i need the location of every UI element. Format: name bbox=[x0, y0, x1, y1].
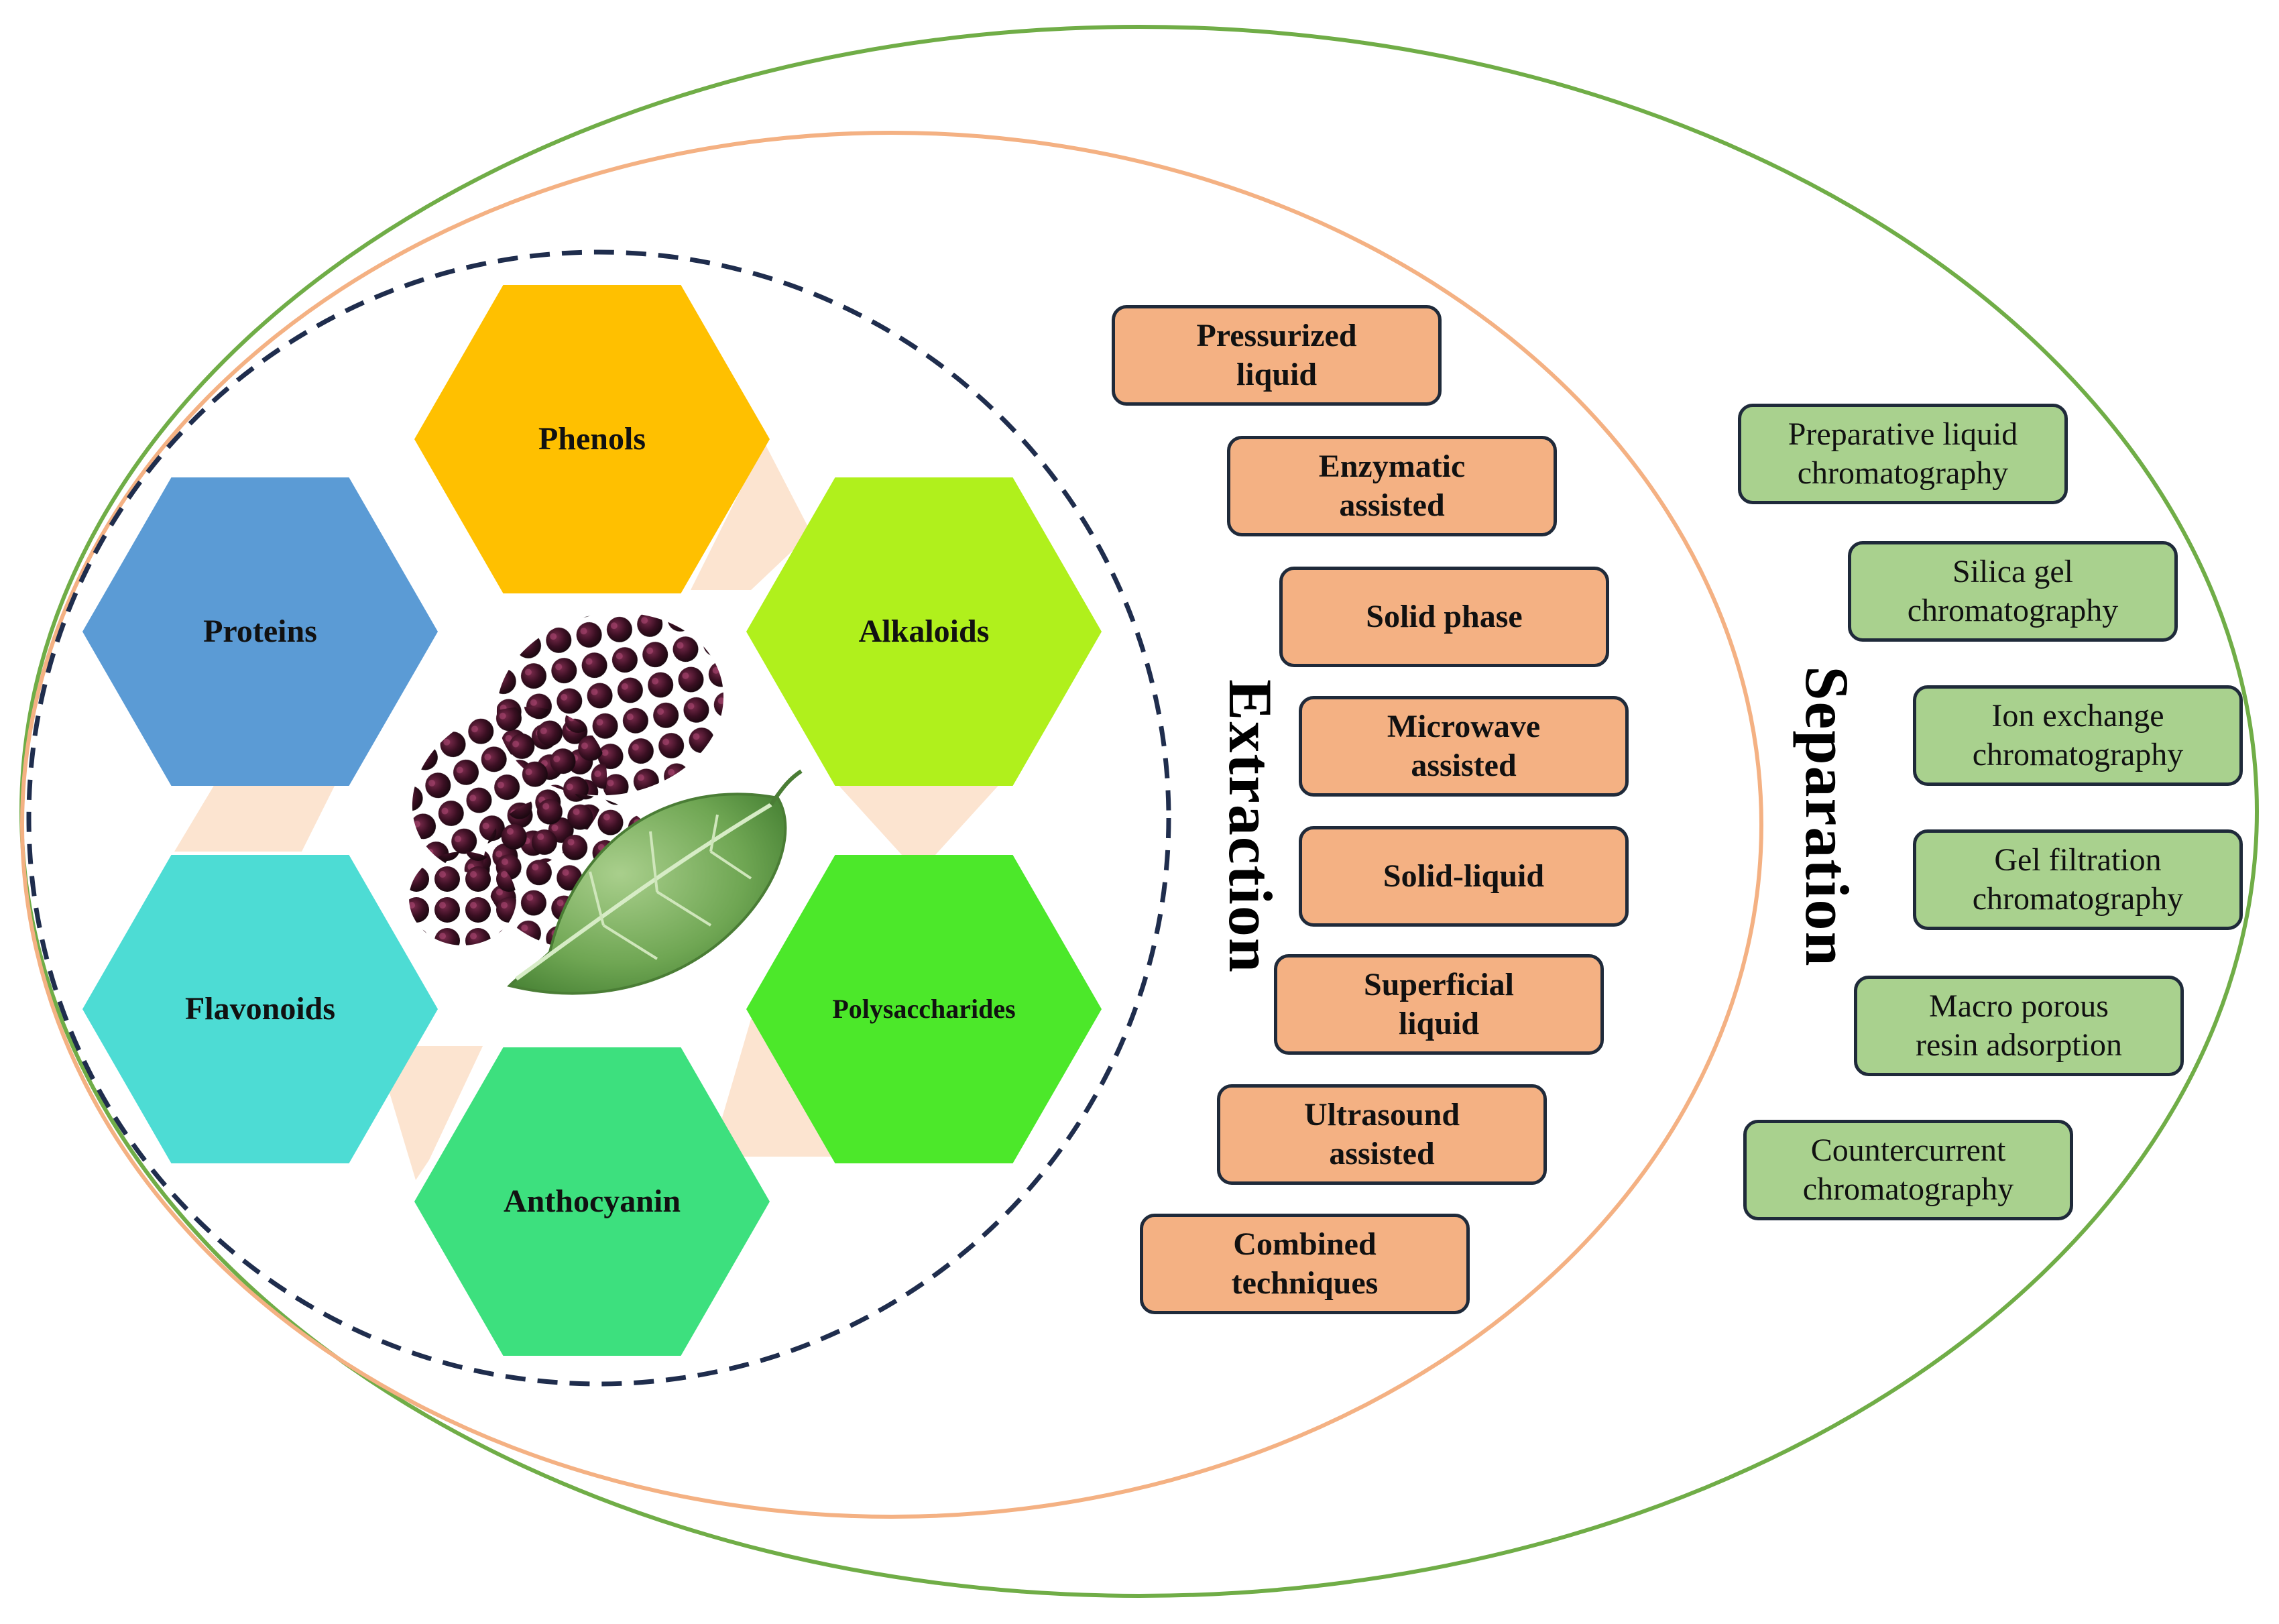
extraction-method-box: Superficial liquid bbox=[1274, 954, 1604, 1055]
extraction-method-box: Solid phase bbox=[1279, 567, 1609, 667]
extraction-method-label: Solid-liquid bbox=[1383, 858, 1545, 894]
extraction-method-box: Enzymatic assisted bbox=[1227, 436, 1557, 536]
hexagon-label-alkaloids: Alkaloids bbox=[858, 614, 990, 649]
extraction-method-label: Microwave assisted bbox=[1387, 709, 1541, 783]
separation-method-label: Silica gel chromatography bbox=[1907, 554, 2119, 628]
extraction-method-label: Ultrasound assisted bbox=[1303, 1097, 1460, 1171]
extraction-method-box: Pressurized liquid bbox=[1112, 305, 1442, 406]
separation-method-box: Macro porous resin adsorption bbox=[1854, 976, 2184, 1076]
extraction-method-box: Solid-liquid bbox=[1299, 826, 1629, 927]
separation-method-label: Macro porous resin adsorption bbox=[1916, 988, 2122, 1063]
extraction-boundary-ellipse bbox=[20, 131, 1763, 1519]
separation-boundary-ellipse bbox=[19, 25, 2259, 1598]
extraction-method-label: Enzymatic assisted bbox=[1318, 449, 1466, 523]
separation-method-label: Preparative liquid chromatography bbox=[1788, 416, 2018, 491]
hexagon-connectors bbox=[174, 443, 1002, 1180]
hexagon-label-anthocyanin: Anthocyanin bbox=[503, 1183, 681, 1219]
hexagon-label-phenols: Phenols bbox=[538, 421, 646, 457]
mulberry-fruit-with-leaf-icon bbox=[409, 612, 803, 995]
hexagon-anthocyanin bbox=[414, 1047, 770, 1356]
extraction-method-label: Solid phase bbox=[1366, 599, 1523, 635]
separation-method-label: Countercurrent chromatography bbox=[1802, 1133, 2014, 1207]
separation-method-label: Gel filtration chromatography bbox=[1972, 842, 2184, 917]
separation-method-box: Ion exchange chromatography bbox=[1913, 685, 2243, 786]
extraction-method-box: Microwave assisted bbox=[1299, 696, 1629, 797]
extraction-method-label: Superficial liquid bbox=[1364, 967, 1514, 1041]
extraction-method-label: Pressurized liquid bbox=[1196, 318, 1357, 392]
hexagon-label-polysaccharides: Polysaccharides bbox=[832, 994, 1016, 1024]
extraction-method-box: Combined techniques bbox=[1140, 1214, 1470, 1314]
extraction-method-label: Combined techniques bbox=[1231, 1226, 1379, 1301]
hexagon-proteins bbox=[82, 477, 438, 786]
separation-method-box: Gel filtration chromatography bbox=[1913, 829, 2243, 930]
extraction-method-box: Ultrasound assisted bbox=[1217, 1084, 1547, 1185]
extraction-title: Extraction bbox=[1216, 679, 1285, 974]
separation-method-label: Ion exchange chromatography bbox=[1972, 698, 2184, 772]
compounds-dashed-circle bbox=[26, 249, 1171, 1387]
separation-method-box: Preparative liquid chromatography bbox=[1738, 404, 2068, 504]
hexagon-flavonoids bbox=[82, 855, 438, 1163]
hexagon-label-flavonoids: Flavonoids bbox=[184, 991, 336, 1027]
separation-method-box: Countercurrent chromatography bbox=[1743, 1120, 2073, 1220]
hexagon-phenols bbox=[414, 285, 770, 593]
hexagon-alkaloids bbox=[746, 477, 1102, 786]
hexagon-label-proteins: Proteins bbox=[203, 614, 317, 649]
hexagon-polysaccharides bbox=[746, 855, 1102, 1163]
separation-method-box: Silica gel chromatography bbox=[1848, 541, 2178, 642]
separation-title: Separation bbox=[1793, 666, 1861, 968]
